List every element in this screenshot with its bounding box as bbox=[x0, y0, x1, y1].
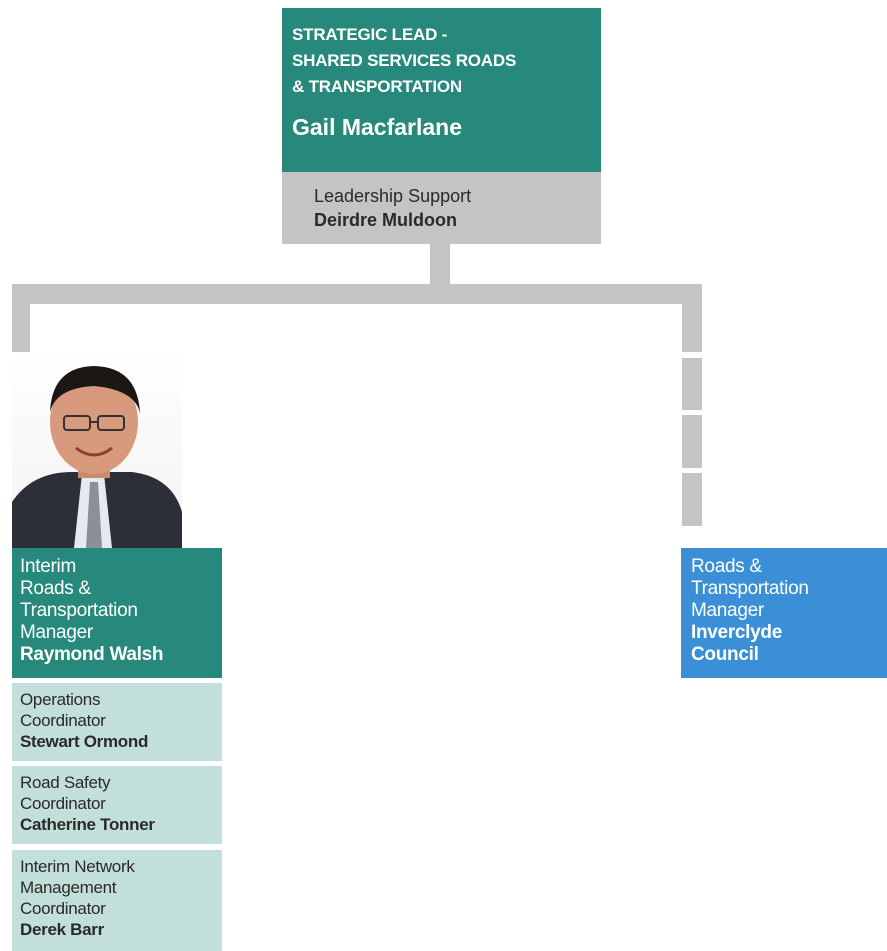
strategic-lead-title: STRATEGIC LEAD - SHARED SERVICES ROADS &… bbox=[292, 25, 517, 96]
connector-right-segment bbox=[682, 415, 702, 468]
inverclyde-manager-name: Inverclyde Council bbox=[691, 622, 782, 665]
coordinator-box-road-safety: Road Safety Coordinator Catherine Tonner bbox=[12, 766, 222, 844]
coordinator-role: Road Safety Coordinator bbox=[20, 773, 111, 813]
coordinator-role: Operations Coordinator bbox=[20, 690, 106, 730]
connector-right-segment bbox=[682, 473, 702, 526]
inverclyde-manager-box: Roads & Transportation Manager Inverclyd… bbox=[681, 548, 887, 678]
leadership-support-role: Leadership Support bbox=[314, 186, 472, 206]
strategic-lead-name: Gail Macfarlane bbox=[292, 114, 463, 140]
interim-manager-box: Interim Roads & Transportation Manager R… bbox=[12, 548, 222, 678]
interim-manager-role: Interim Roads & Transportation Manager bbox=[20, 556, 138, 643]
strategic-lead-box: STRATEGIC LEAD - SHARED SERVICES ROADS &… bbox=[282, 8, 601, 172]
coordinator-name: Catherine Tonner bbox=[20, 815, 155, 834]
leadership-support-box: Leadership Support Deirdre Muldoon bbox=[282, 172, 601, 244]
manager-photo bbox=[12, 352, 182, 548]
connector-right-segment bbox=[682, 358, 702, 410]
connector-horizontal bbox=[12, 284, 702, 304]
coordinator-name: Stewart Ormond bbox=[20, 732, 149, 751]
connector-left-drop bbox=[12, 304, 30, 352]
connector-vertical-top bbox=[430, 244, 450, 284]
coordinator-box-network-management: Interim Network Management Coordinator D… bbox=[12, 850, 222, 951]
leadership-support-name: Deirdre Muldoon bbox=[314, 210, 457, 230]
coordinator-name: Derek Barr bbox=[20, 920, 104, 939]
inverclyde-manager-role: Roads & Transportation Manager bbox=[691, 556, 809, 621]
coordinator-role: Interim Network Management Coordinator bbox=[20, 857, 135, 918]
coordinator-box-operations: Operations Coordinator Stewart Ormond bbox=[12, 683, 222, 761]
connector-right-drop bbox=[682, 304, 702, 352]
interim-manager-name: Raymond Walsh bbox=[20, 644, 164, 665]
